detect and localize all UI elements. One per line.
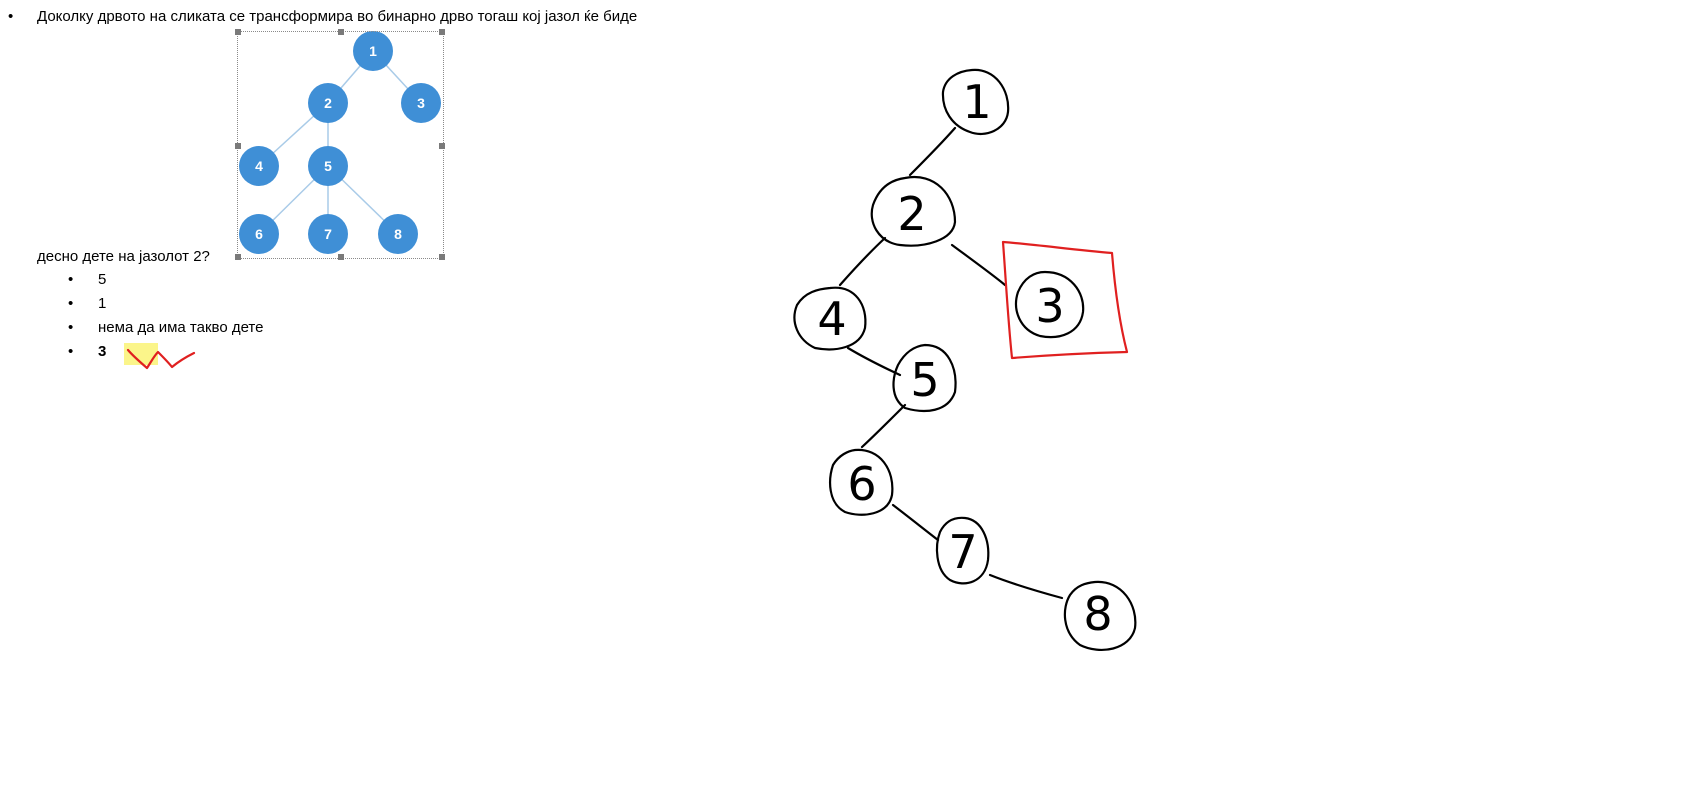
option-bullet: • [68, 319, 74, 336]
figure-node-1-circle [353, 31, 393, 71]
sketch-node-5-circle [892, 343, 957, 413]
edge-1-2 [908, 126, 957, 177]
sketch-node-8-label: 8 [1083, 587, 1112, 641]
figure-node-8-circle [378, 214, 418, 254]
sketch-node-4-label: 4 [817, 292, 846, 346]
figure-node-1-label: 1 [369, 43, 377, 59]
edge-7-8 [988, 573, 1064, 600]
figure-node-5-circle [308, 146, 348, 186]
sketch-node-6-label: 6 [847, 457, 876, 511]
sketch-node-3-label: 3 [1035, 279, 1064, 333]
sketch-node-8-circle [1063, 580, 1137, 652]
resize-handle-tr[interactable] [439, 29, 445, 35]
answer-highlight [124, 343, 158, 365]
option-bullet: • [68, 271, 74, 288]
sketch-node-1-circle [941, 68, 1010, 136]
figure-node-8-label: 8 [394, 226, 402, 242]
sketch-node-2-circle [870, 175, 957, 247]
question-text-line1: Доколку дрвото на сликата се трансформир… [37, 8, 638, 25]
question-bullet: • [8, 8, 14, 25]
figure-node-3-circle [401, 83, 441, 123]
figure-node-7-label: 7 [324, 226, 332, 242]
question-text-line2: десно дете на јазолот 2? [37, 248, 210, 265]
red-answer-box [1001, 240, 1129, 360]
image-selection-frame [235, 29, 445, 260]
option-4-text[interactable]: 3 [98, 343, 107, 360]
figure-node-6-label: 6 [255, 226, 263, 242]
edge-4-5 [846, 346, 902, 377]
option-bullet: • [68, 295, 74, 312]
edge-2-4 [838, 236, 887, 287]
edge-5-6 [860, 403, 907, 449]
sketch-node-2-label: 2 [897, 187, 926, 241]
figure-node-2-label: 2 [324, 95, 332, 111]
option-3-text[interactable]: нема да има такво дете [98, 319, 264, 336]
figure-node-4-circle [239, 146, 279, 186]
figure-node-2-circle [308, 83, 348, 123]
option-bullet: • [68, 343, 74, 360]
resize-handle-top[interactable] [338, 29, 344, 35]
sketch-node-1-label: 1 [962, 75, 991, 129]
figure-node-5-label: 5 [324, 158, 332, 174]
resize-handle-bottom[interactable] [338, 254, 344, 260]
resize-handle-bl[interactable] [235, 254, 241, 260]
figure-node-4-label: 4 [255, 158, 263, 174]
red-check-mark [126, 348, 196, 370]
resize-handle-tl[interactable] [235, 29, 241, 35]
resize-handle-left[interactable] [235, 143, 241, 149]
figure-node-3-label: 3 [417, 95, 425, 111]
edge-6-7 [891, 503, 940, 542]
sketch-node-7-circle [935, 516, 990, 585]
figure-node-6-circle [239, 214, 279, 254]
option-1-text[interactable]: 5 [98, 271, 107, 288]
option-2-text[interactable]: 1 [98, 295, 107, 312]
sketch-node-5-label: 5 [910, 353, 939, 407]
resize-handle-right[interactable] [439, 143, 445, 149]
sketch-node-3-circle [1014, 270, 1085, 339]
tree-figure-image[interactable]: 1 2 3 4 5 6 7 8 [237, 31, 444, 259]
resize-handle-br[interactable] [439, 254, 445, 260]
sketch-node-6-circle [829, 448, 894, 516]
sketch-node-4-circle [793, 286, 867, 351]
figure-node-7-circle [308, 214, 348, 254]
sketch-node-7-label: 7 [948, 525, 977, 579]
edge-2-3 [950, 243, 1007, 287]
